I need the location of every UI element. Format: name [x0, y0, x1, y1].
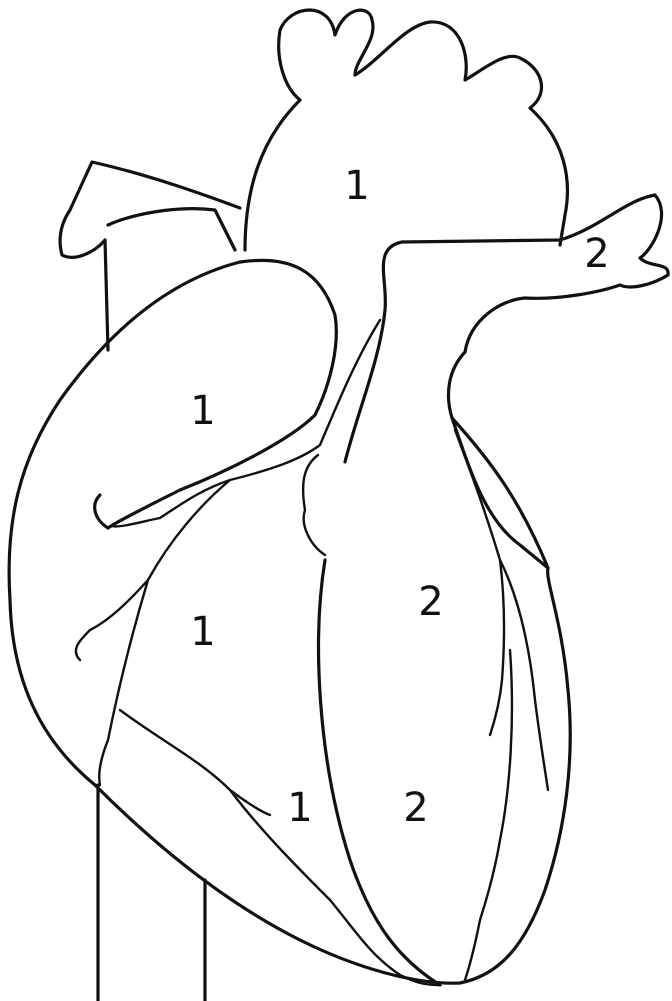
- label-aorta: 1: [344, 163, 369, 209]
- label-right-ventricle-upper: 1: [190, 609, 215, 655]
- label-left-ventricle-lower: 2: [403, 785, 428, 831]
- heart-body-outline: [9, 262, 570, 983]
- label-left-ventricle-upper: 2: [418, 579, 443, 625]
- aortic-arch-outline: [245, 10, 567, 250]
- left-border-outline: [452, 418, 548, 568]
- vena-cava-front-outline: [108, 209, 235, 250]
- left-coronary-vessel: [455, 430, 548, 980]
- label-pulmonary-artery: 2: [584, 231, 609, 277]
- pulmonary-artery-outline: [345, 195, 668, 462]
- label-right-ventricle-lower: 1: [287, 785, 312, 831]
- right-coronary-vessel: [76, 320, 440, 985]
- inferior-vena-cava-outline: [98, 785, 205, 1001]
- label-right-atrium: 1: [190, 388, 215, 434]
- superior-vena-cava-outline: [60, 162, 240, 350]
